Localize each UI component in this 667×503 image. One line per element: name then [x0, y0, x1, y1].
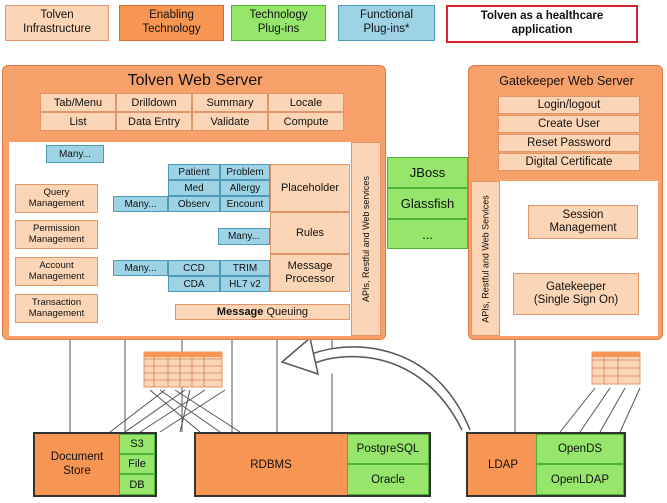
grid-trim: TRIM — [220, 260, 270, 276]
permission-management: Permission Management — [15, 220, 98, 249]
query-management: Query Management — [15, 184, 98, 213]
grid-problem: Problem — [220, 164, 270, 180]
transaction-management: Transaction Management — [15, 294, 98, 323]
many-box-ccd-row: Many... — [113, 260, 168, 276]
ldap-openldap: OpenLDAP — [536, 464, 624, 495]
menu-locale: Locale — [268, 93, 344, 112]
grid-med: Med — [168, 180, 220, 196]
document-store-file: File — [119, 454, 155, 474]
many-box-rules: Many... — [218, 228, 270, 245]
gatekeeper-apis-bar: APIs, Restful and Web Services — [471, 181, 500, 336]
legend-functional-plugins: Functional Plug-ins* — [338, 5, 435, 41]
rules-box: Rules — [270, 212, 350, 254]
grid-ccd: CCD — [168, 260, 220, 276]
menu-tab-menu: Tab/Menu — [40, 93, 116, 112]
grid-observ: Observ — [168, 196, 220, 212]
table-icon-cluster-right — [591, 351, 641, 385]
document-store-label: Document Store — [50, 450, 104, 477]
document-store-db: DB — [119, 474, 155, 495]
table-icon-cluster-left — [143, 351, 223, 388]
menu-validate: Validate — [192, 112, 268, 131]
menu-summary: Summary — [192, 93, 268, 112]
glassfish-box: Glassfish — [387, 188, 468, 219]
legend-infrastructure: Tolven Infrastructure — [5, 5, 109, 41]
gatekeeper-login-logout: Login/logout — [498, 96, 640, 114]
account-management: Account Management — [15, 257, 98, 286]
menu-compute: Compute — [268, 112, 344, 131]
gatekeeper-reset-password: Reset Password — [498, 134, 640, 152]
gatekeeper-title: Gatekeeper Web Server — [499, 74, 634, 88]
grid-encount: Encount — [220, 196, 270, 212]
grid-hl7v2: HL7 v2 — [220, 276, 270, 292]
ldap-opends: OpenDS — [536, 434, 624, 464]
message-queuing-bar: Message Queuing — [175, 304, 350, 320]
menu-drilldown: Drilldown — [116, 93, 192, 112]
grid-cda: CDA — [168, 276, 220, 292]
many-box-observ-row: Many... — [113, 196, 168, 212]
rdbms-oracle: Oracle — [347, 464, 429, 495]
menu-data-entry: Data Entry — [116, 112, 192, 131]
message-processor-box: Message Processor — [270, 254, 350, 292]
legend-technology-plugins: Technology Plug-ins — [231, 5, 326, 41]
web-server-apis-bar: APIs, Restful and Web services — [351, 142, 381, 336]
placeholder-box: Placeholder — [270, 164, 350, 212]
jboss-box: JBoss — [387, 157, 468, 188]
grid-patient: Patient — [168, 164, 220, 180]
gatekeeper-digital-certificate: Digital Certificate — [498, 153, 640, 171]
document-store-s3: S3 — [119, 434, 155, 454]
gatekeeper-sso-box: Gatekeeper (Single Sign On) — [513, 273, 639, 315]
rdbms-postgresql: PostgreSQL — [347, 434, 429, 464]
legend-healthcare-application: Tolven as a healthcare application — [446, 5, 638, 43]
gatekeeper-create-user: Create User — [498, 115, 640, 133]
grid-allergy: Allergy — [220, 180, 270, 196]
session-management-box: Session Management — [528, 205, 638, 239]
many-box-top: Many... — [46, 145, 104, 163]
ldap-label: LDAP — [487, 458, 519, 471]
menu-list: List — [40, 112, 116, 131]
rdbms-label: RDBMS — [250, 458, 292, 471]
more-app-servers-box: ... — [387, 219, 468, 249]
legend-enabling-technology: Enabling Technology — [119, 5, 224, 41]
web-server-title: Tolven Web Server — [127, 72, 263, 89]
